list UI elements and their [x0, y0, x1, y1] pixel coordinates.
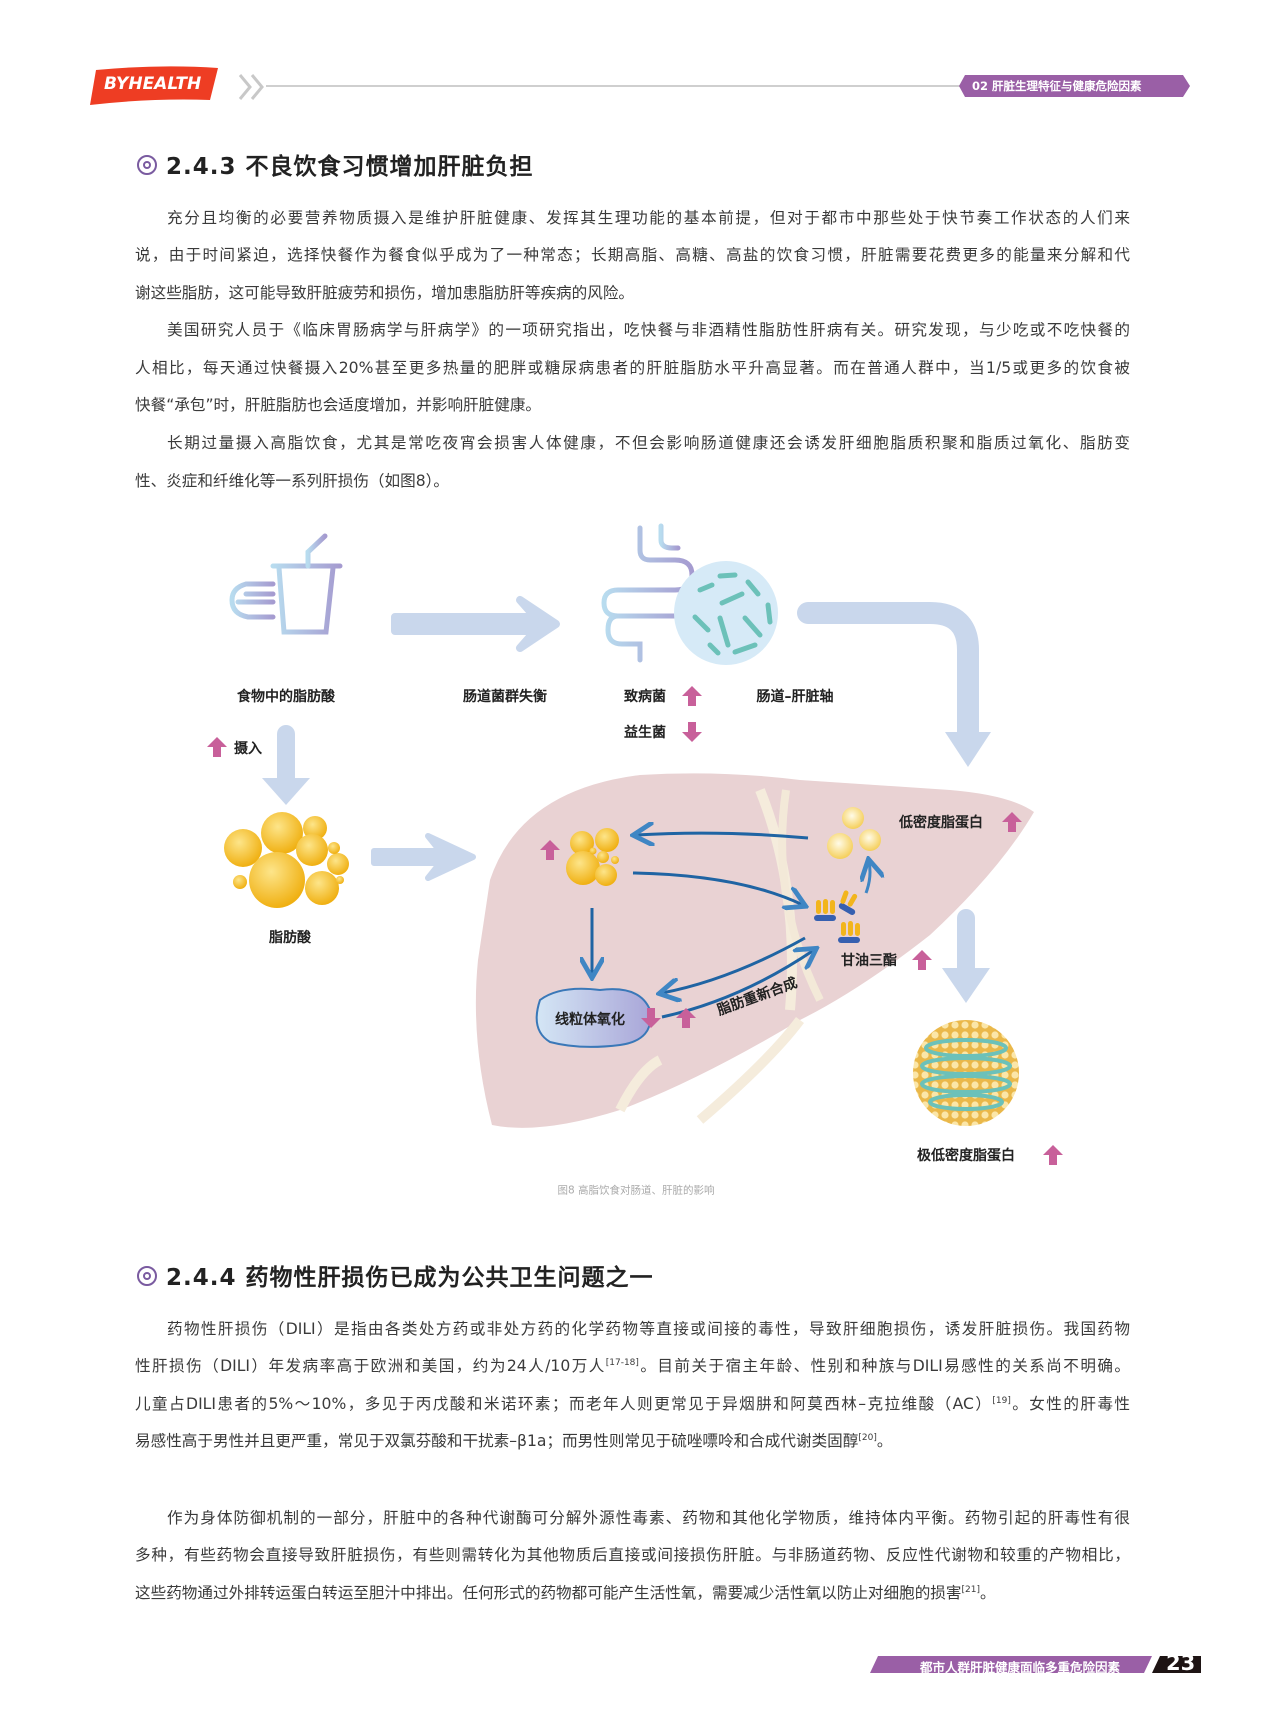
target-icon [137, 1266, 157, 1286]
arrow-up-icon [682, 686, 702, 706]
label-triglyceride: 甘油三酯 [841, 953, 897, 969]
page-number: 23 [1166, 1651, 1196, 1675]
arrow-down-icon [641, 1008, 661, 1028]
text: 儿童占DILI患者的5%～10%，多见于丙戊酸和米诺环素；而老年人则更常见于异烟… [135, 1395, 993, 1413]
label-ldl: 低密度脂蛋白 [899, 815, 983, 831]
section-heading-2-4-3: 2.4.3 不良饮食习惯增加肝脏负担 [137, 147, 534, 181]
text: 这些药物通过外排转运蛋白转运至胆汁中排出。任何形式的药物都可能产生活性氧，需要减… [135, 1584, 962, 1602]
fast-food-cup-icon [229, 533, 343, 635]
paragraph-line: 性、炎症和纤维化等一系列肝损伤（如图8）。 [135, 472, 449, 490]
fat-accumulation-icon [566, 828, 619, 886]
paragraph-line: 充分且均衡的必要营养物质摄入是维护肝脏健康、发挥其生理功能的基本前提，但对于都市… [167, 209, 1130, 227]
paragraph-line: 谢这些脂肪，这可能导致肝脏疲劳和损伤，增加患脂肪肝等疾病的风险。 [135, 284, 635, 302]
ldl-particles-icon [827, 807, 881, 859]
label-dysbiosis: 肠道菌群失衡 [463, 689, 547, 705]
arrow-up-icon [676, 1008, 696, 1028]
bacteria-circle-icon [674, 561, 778, 665]
paragraph-line: 美国研究人员于《临床胃肠病学与肝病学》的一项研究指出，吃快餐与非酒精性脂肪性肝病… [167, 321, 1130, 339]
text: 。目前关于宿主年龄、性别和种族与DILI易感性的关系尚不明确。 [638, 1357, 1130, 1375]
text: 。 [876, 1432, 893, 1450]
paragraph-line: 多种，有些药物会直接导致肝脏损伤，有些则需转化为其他物质后直接或间接损伤肝脏。与… [135, 1546, 1130, 1564]
fatty-acid-cluster-icon [224, 812, 349, 908]
pathway-arrow [866, 862, 870, 894]
pathway-arrow [636, 833, 809, 838]
footer-title: 都市人群肝脏健康面临多重危险因素 [920, 1660, 1121, 1675]
target-icon [137, 155, 157, 175]
paragraph-line: 长期过量摄入高脂饮食，尤其是常吃夜宵会损害人体健康，不但会影响肠道健康还会诱发肝… [167, 434, 1130, 452]
paragraph-line: 儿童占DILI患者的5%～10%，多见于丙戊酸和米诺环素；而老年人则更常见于异烟… [135, 1393, 1130, 1415]
flow-arrow-down-head [942, 968, 990, 1003]
chapter-tag: 02 肝脏生理特征与健康危险因素 [972, 79, 1142, 93]
chapter-tag-bg [959, 75, 1190, 97]
arrow-up-icon [912, 950, 932, 970]
arrow-up-icon [1002, 812, 1022, 832]
citation: [17-18] [605, 1358, 639, 1368]
arrow-up-icon [540, 840, 560, 860]
intestine-icon [601, 523, 695, 663]
brand-logo: BYHEALTH [104, 74, 202, 94]
text: 。 [979, 1584, 996, 1602]
text: 。女性的肝毒性 [1010, 1395, 1130, 1413]
paragraph-line: 人相比，每天通过快餐摄入20%甚至更多热量的肥胖或糖尿病患者的肝脏脂肪水平升高显… [135, 359, 1130, 377]
label-probiotic: 益生菌 [624, 725, 666, 741]
label-fatty-acid: 脂肪酸 [269, 930, 311, 946]
label-mitochondrial-oxidation: 线粒体氧化 [555, 1012, 625, 1028]
heading-text: 2.4.4 药物性肝损伤已成为公共卫生问题之一 [166, 1265, 654, 1291]
section-heading-2-4-4: 2.4.4 药物性肝损伤已成为公共卫生问题之一 [137, 1258, 654, 1292]
citation: [19] [992, 1396, 1011, 1406]
paragraph-line: 性肝损伤（DILI）年发病率高于欧洲和美国，约为24人/10万人[17-18]。… [135, 1355, 1130, 1377]
flow-arrow-right [391, 596, 560, 652]
vldl-apoprotein-icon [920, 1038, 1012, 1111]
pathway-arrow [632, 871, 803, 905]
flow-arrow-curved [797, 602, 979, 751]
header-graphics [90, 66, 1190, 105]
bacteria-icon [692, 572, 773, 656]
flow-arrow-right [371, 833, 476, 881]
label-vldl: 极低密度脂蛋白 [917, 1148, 1015, 1164]
citation: [20] [858, 1433, 877, 1443]
arrow-up-icon [207, 737, 227, 757]
liver-lobe-divider [778, 789, 824, 1002]
heading-text: 2.4.3 不良饮食习惯增加肝脏负担 [166, 154, 534, 180]
brand-logo-badge [90, 66, 218, 105]
paragraph-line: 快餐“承包”时，肝脏脂肪也会适度增加，并影响肝脏健康。 [135, 396, 542, 414]
liver-ligament [615, 788, 804, 1124]
triglyceride-icon [814, 890, 860, 943]
label-de-novo-lipogenesis: 脂肪重新合成 [715, 975, 800, 1019]
vldl-particle-icon [913, 1020, 1019, 1126]
paragraph-line: 作为身体防御机制的一部分，肝脏中的各种代谢酶可分解外源性毒素、药物和其他化学物质… [167, 1509, 1130, 1527]
paragraph-line: 易感性高于男性并且更严重，常见于双氯芬酸和干扰素–β1a；而男性则常见于硫唑嘌呤… [135, 1430, 1130, 1452]
arrow-up-icon [1043, 1145, 1063, 1165]
flow-arrow-down-head [262, 778, 310, 805]
paragraph-line: 说，由于时间紧迫，选择快餐作为餐食似乎成为了一种常态；长期高脂、高糖、高盐的饮食… [135, 246, 1130, 264]
citation: [21] [961, 1585, 980, 1595]
paragraph-line: 药物性肝损伤（DILI）是指由各类处方药或非处方药的化学药物等直接或间接的毒性，… [167, 1320, 1130, 1338]
text: 性肝损伤（DILI）年发病率高于欧洲和美国，约为24人/10万人 [135, 1357, 606, 1375]
chevron-icon [238, 74, 264, 100]
text: 易感性高于男性并且更严重，常见于双氯芬酸和干扰素–β1a；而男性则常见于硫唑嘌呤… [135, 1432, 859, 1450]
arrow-down-icon [682, 722, 702, 742]
label-food-fatty-acid: 食物中的脂肪酸 [237, 689, 335, 705]
label-intake: 摄入 [234, 741, 262, 757]
label-gut-liver-axis: 肠道–肝脏轴 [756, 689, 834, 705]
label-pathogen: 致病菌 [624, 689, 666, 705]
pathway-arrows [592, 833, 870, 1019]
figure-caption: 图8 高脂饮食对肠道、肝脏的影响 [557, 1184, 715, 1197]
paragraph-line: 这些药物通过外排转运蛋白转运至胆汁中排出。任何形式的药物都可能产生活性氧，需要减… [135, 1582, 1130, 1604]
flow-arrow-curved-head [945, 732, 991, 767]
